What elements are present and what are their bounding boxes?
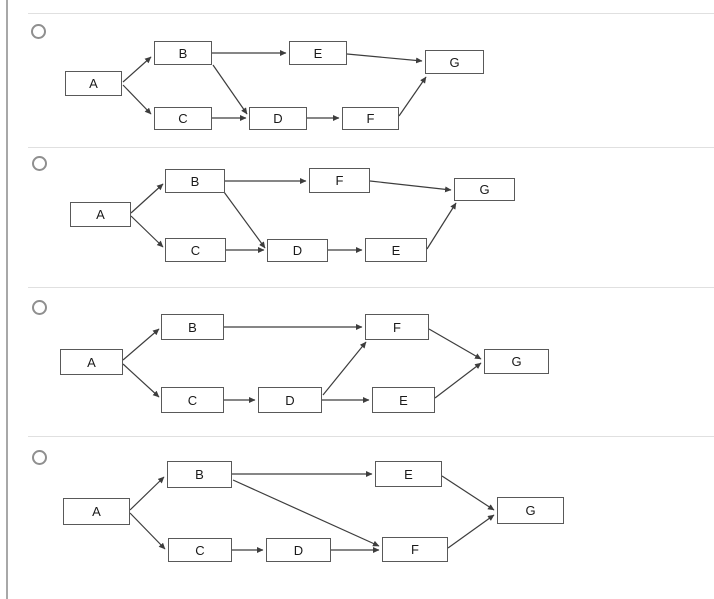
option-3-node-b: B	[161, 314, 224, 340]
option-1-node-b: B	[154, 41, 212, 65]
option-2-edge-b-d	[223, 191, 266, 249]
option-2-node-b: B	[165, 169, 225, 193]
option-1-radio[interactable]	[31, 24, 46, 39]
option-3-edge-a-c	[122, 363, 160, 398]
option-4-edge-e-g	[441, 475, 495, 511]
option-2-radio[interactable]	[32, 156, 47, 171]
option-2-edge-a-c	[130, 215, 164, 248]
option-2-edge-a-b	[130, 183, 164, 214]
option-4-node-g: G	[497, 497, 564, 524]
option-2-node-g: G	[454, 178, 515, 201]
option-1-node-a: A	[65, 71, 122, 96]
option-2-node-d: D	[267, 239, 328, 262]
option-3-node-d: D	[258, 387, 322, 413]
option-2-node-e: E	[365, 238, 427, 262]
option-1-edge-b-d	[212, 64, 248, 115]
option-2-node-c: C	[165, 238, 226, 262]
option-4-node-e: E	[375, 461, 442, 487]
option-4-node-a: A	[63, 498, 130, 525]
option-3-node-f: F	[365, 314, 429, 340]
option-1-node-c: C	[154, 107, 212, 130]
option-2-edge-e-g	[426, 202, 457, 250]
option-3-node-c: C	[161, 387, 224, 413]
option-4-node-b: B	[167, 461, 232, 488]
option-2-edge-f-g	[369, 180, 452, 193]
option-4-edge-a-c	[129, 512, 166, 550]
left-border-line	[6, 0, 8, 599]
option-4-edge-b-f	[232, 479, 380, 547]
option-divider-1	[28, 13, 714, 14]
option-2-node-f: F	[309, 168, 370, 193]
option-4-edge-f-g	[447, 514, 495, 549]
option-3-edge-a-b	[122, 328, 160, 361]
option-4-node-c: C	[168, 538, 232, 562]
option-1-edge-a-c	[122, 84, 152, 115]
option-1-node-f: F	[342, 107, 399, 130]
option-4-radio[interactable]	[32, 450, 47, 465]
option-divider-4	[28, 436, 714, 437]
option-1-edge-f-g	[398, 76, 427, 117]
option-3-node-g: G	[484, 349, 549, 374]
option-3-node-a: A	[60, 349, 123, 375]
option-divider-3	[28, 287, 714, 288]
option-3-edge-f-g	[428, 328, 482, 360]
option-3-node-e: E	[372, 387, 435, 413]
option-1-edge-a-b	[122, 56, 152, 83]
option-4-node-d: D	[266, 538, 331, 562]
option-3-edge-e-g	[434, 362, 482, 399]
option-1-node-g: G	[425, 50, 484, 74]
option-divider-2	[28, 147, 714, 148]
option-2-node-a: A	[70, 202, 131, 227]
option-1-edge-e-g	[346, 53, 423, 64]
option-4-edge-a-b	[129, 476, 165, 511]
option-3-edge-d-f	[322, 341, 367, 396]
option-3-radio[interactable]	[32, 300, 47, 315]
option-4-node-f: F	[382, 537, 448, 562]
option-1-node-d: D	[249, 107, 307, 130]
option-1-node-e: E	[289, 41, 347, 65]
